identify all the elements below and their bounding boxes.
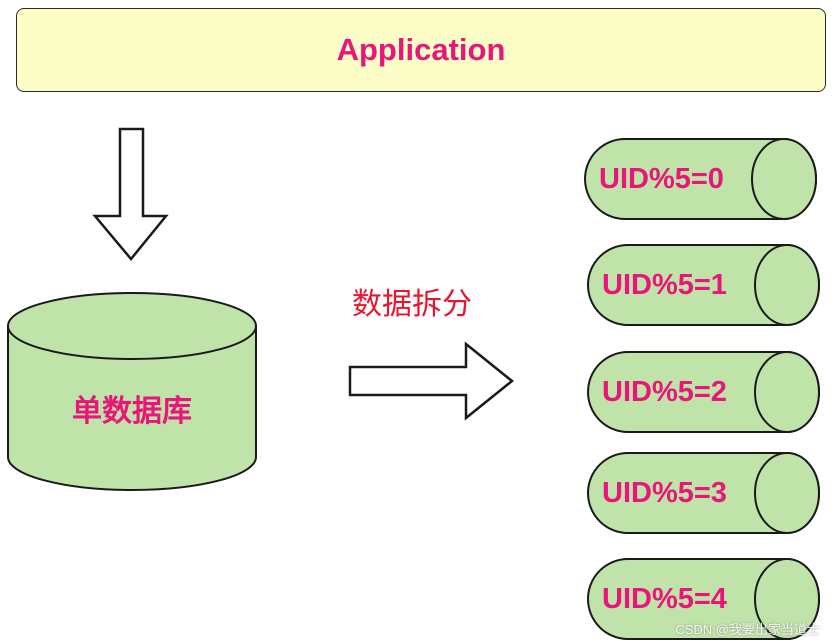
right-arrow <box>348 341 514 421</box>
down-arrow <box>92 127 169 261</box>
application-box: Application <box>16 8 826 92</box>
shard-label-4: UID%5=4 <box>602 583 727 615</box>
split-label: 数据拆分 <box>352 288 472 321</box>
shard-cylinder-0 <box>584 138 817 220</box>
shard-cylinder-1 <box>587 244 820 326</box>
shard-label-2: UID%5=2 <box>602 376 727 408</box>
application-label: Application <box>336 32 506 67</box>
shard-label-3: UID%5=3 <box>602 477 727 509</box>
shard-label-1: UID%5=1 <box>602 269 727 301</box>
watermark: CSDN @我要出家当道士 <box>675 622 820 637</box>
shard-cylinder-4 <box>587 558 820 640</box>
database-cylinder <box>7 292 257 491</box>
shard-cylinder-2 <box>587 351 820 433</box>
shard-label-0: UID%5=0 <box>599 163 724 195</box>
database-label: 单数据库 <box>72 395 192 428</box>
shard-cylinder-3 <box>587 452 820 534</box>
